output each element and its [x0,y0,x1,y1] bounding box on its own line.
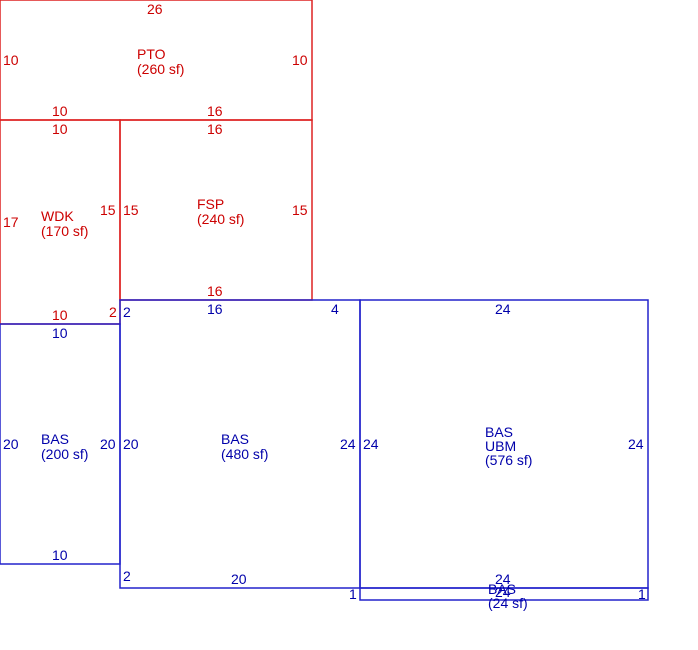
pto-dim-bottom-right: 16 [207,103,223,119]
pto-dim-right: 10 [292,52,308,68]
pto-dim-bottom-left: 10 [52,103,68,119]
bas-ubm-dim-left: 24 [363,436,379,452]
bas-strip-dim-right: 1 [638,586,646,602]
fsp-size: (240 sf) [197,211,244,227]
bas-ubm-dim-bottom: 24 [495,571,511,587]
bas-main-dim-bottom-left: 2 [123,568,131,584]
bas-ubm-name: BAS [485,424,513,440]
bas-ubm-dim-right: 24 [628,436,644,452]
pto-dim-left: 10 [3,52,19,68]
bas-ubm-size: (576 sf) [485,452,532,468]
bas-main-size: (480 sf) [221,446,268,462]
bas-ubm-sub: UBM [485,438,516,454]
wdk-size: (170 sf) [41,223,88,239]
bas-main-dim-bottom: 20 [231,571,247,587]
bas-main-name: BAS [221,431,249,447]
wdk-dim-top: 10 [52,121,68,137]
bas-main-dim-left: 20 [123,436,139,452]
pto-name: PTO [137,46,166,62]
bas-left-dim-right: 20 [100,436,116,452]
bas-strip-area[interactable] [359,587,649,601]
fsp-dim-right: 15 [292,202,308,218]
bas-strip-size: (24 sf) [488,595,528,611]
bas-main-dim-top: 16 [207,301,223,317]
bas-left-name: BAS [41,431,69,447]
bas-strip-name: BAS [488,581,516,597]
bas-main-dim-right: 24 [340,436,356,452]
bas-left-dim-top: 10 [52,325,68,341]
bas-left-size: (200 sf) [41,446,88,462]
bas-main-dim-top-left: 2 [123,304,131,320]
pto-dim-top: 26 [147,1,163,17]
wdk-dim-left: 17 [3,214,19,230]
fsp-dim-left: 15 [123,202,139,218]
fsp-dim-bottom: 16 [207,283,223,299]
fsp-dim-top: 16 [207,121,223,137]
bas-left-dim-left: 20 [3,436,19,452]
bas-left-dim-bottom: 10 [52,547,68,563]
wdk-dim-bottom: 10 [52,307,68,323]
pto-size: (260 sf) [137,61,184,77]
bas-main-dim-bottom-right: 1 [349,586,357,602]
bas-strip-dim-top: 24 [495,584,511,600]
bas-main-dim-top-right: 4 [331,301,339,317]
wdk-dim-bottom-right: 2 [109,304,117,320]
fsp-name: FSP [197,196,224,212]
wdk-name: WDK [41,208,74,224]
bas-ubm-dim-top: 24 [495,301,511,317]
wdk-dim-right: 15 [100,202,116,218]
